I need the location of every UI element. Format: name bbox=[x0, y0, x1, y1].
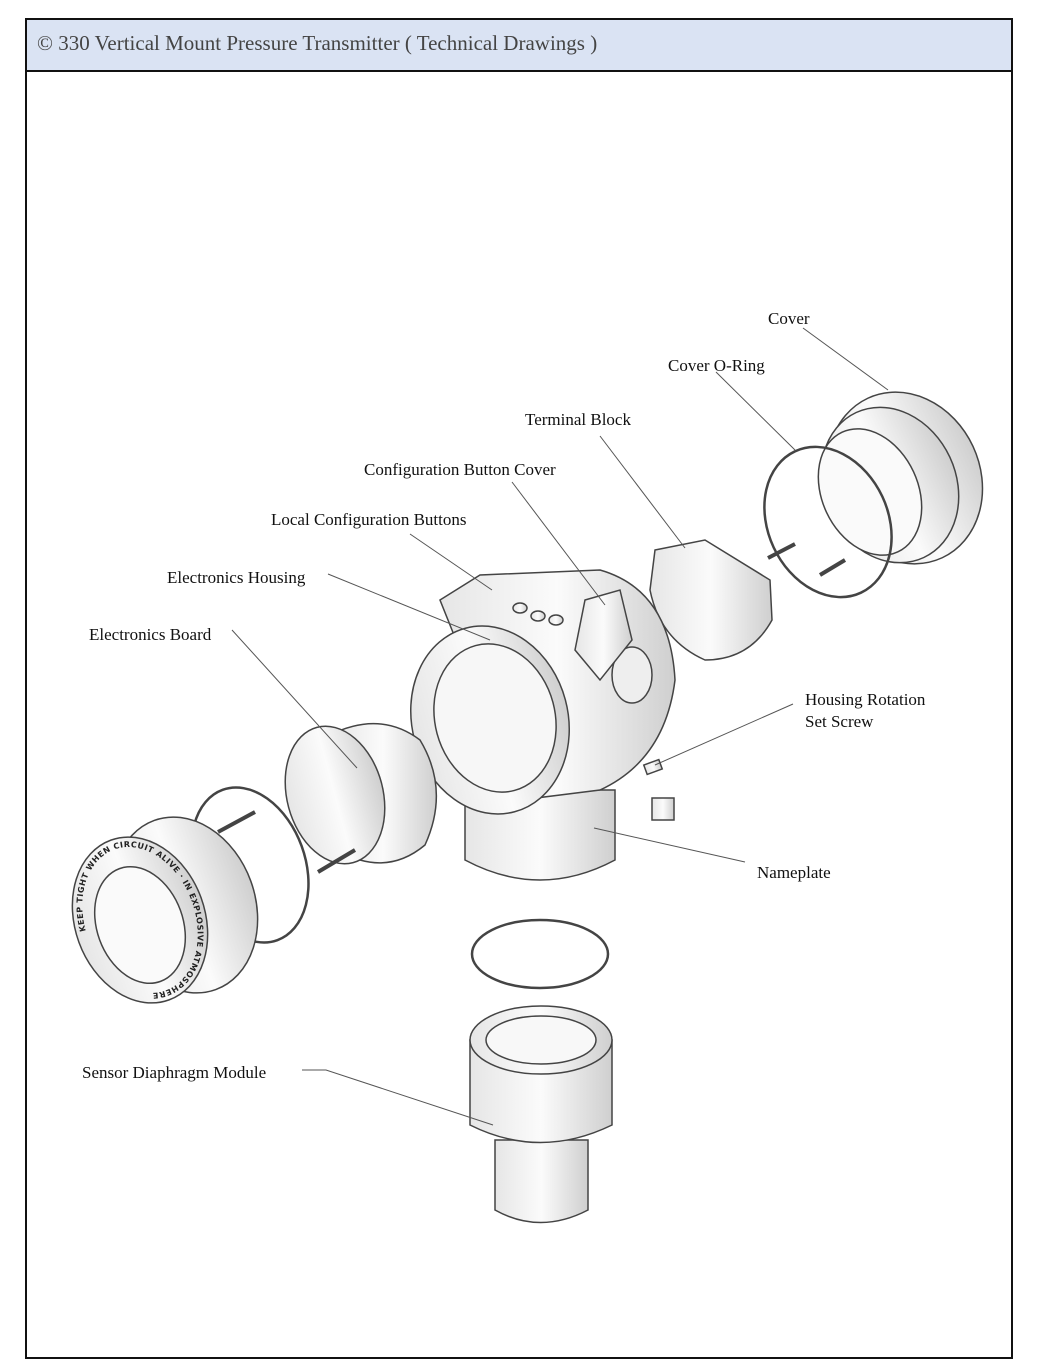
label-terminal-block: Terminal Block bbox=[525, 410, 631, 429]
leader-lines bbox=[231, 327, 889, 1126]
label-nameplate: Nameplate bbox=[757, 863, 831, 882]
drawing-panel: © 330 Vertical Mount Pressure Transmitte… bbox=[25, 18, 1013, 1359]
cover-right bbox=[817, 391, 984, 565]
electronics-housing bbox=[409, 569, 676, 881]
sensor-diaphragm-module bbox=[469, 1005, 613, 1224]
label-electronics-housing: Electronics Housing bbox=[167, 568, 306, 587]
label-housing-rotation-line2: Set Screw bbox=[805, 712, 874, 731]
cover-left bbox=[71, 816, 259, 1004]
label-sensor-diaphragm-module: Sensor Diaphragm Module bbox=[82, 1063, 267, 1082]
screws-right bbox=[767, 542, 847, 577]
screws-left bbox=[217, 810, 357, 874]
label-housing-rotation: Housing Rotation Set Screw bbox=[805, 689, 925, 733]
label-local-configuration-buttons: Local Configuration Buttons bbox=[271, 510, 467, 529]
nameplate-clip bbox=[651, 797, 675, 821]
cover-o-ring-right bbox=[763, 445, 893, 599]
electronics-board bbox=[284, 722, 438, 865]
label-cover-o-ring: Cover O-Ring bbox=[668, 356, 765, 375]
panel-header: © 330 Vertical Mount Pressure Transmitte… bbox=[27, 20, 1011, 72]
module-o-ring bbox=[470, 918, 610, 990]
panel-title: © 330 Vertical Mount Pressure Transmitte… bbox=[37, 31, 598, 55]
label-electronics-board: Electronics Board bbox=[89, 625, 212, 644]
label-housing-rotation-line1: Housing Rotation bbox=[805, 690, 926, 709]
label-cover: Cover bbox=[768, 309, 810, 328]
housing-rotation-set-screw bbox=[642, 758, 664, 776]
label-configuration-button-cover: Configuration Button Cover bbox=[364, 460, 556, 479]
